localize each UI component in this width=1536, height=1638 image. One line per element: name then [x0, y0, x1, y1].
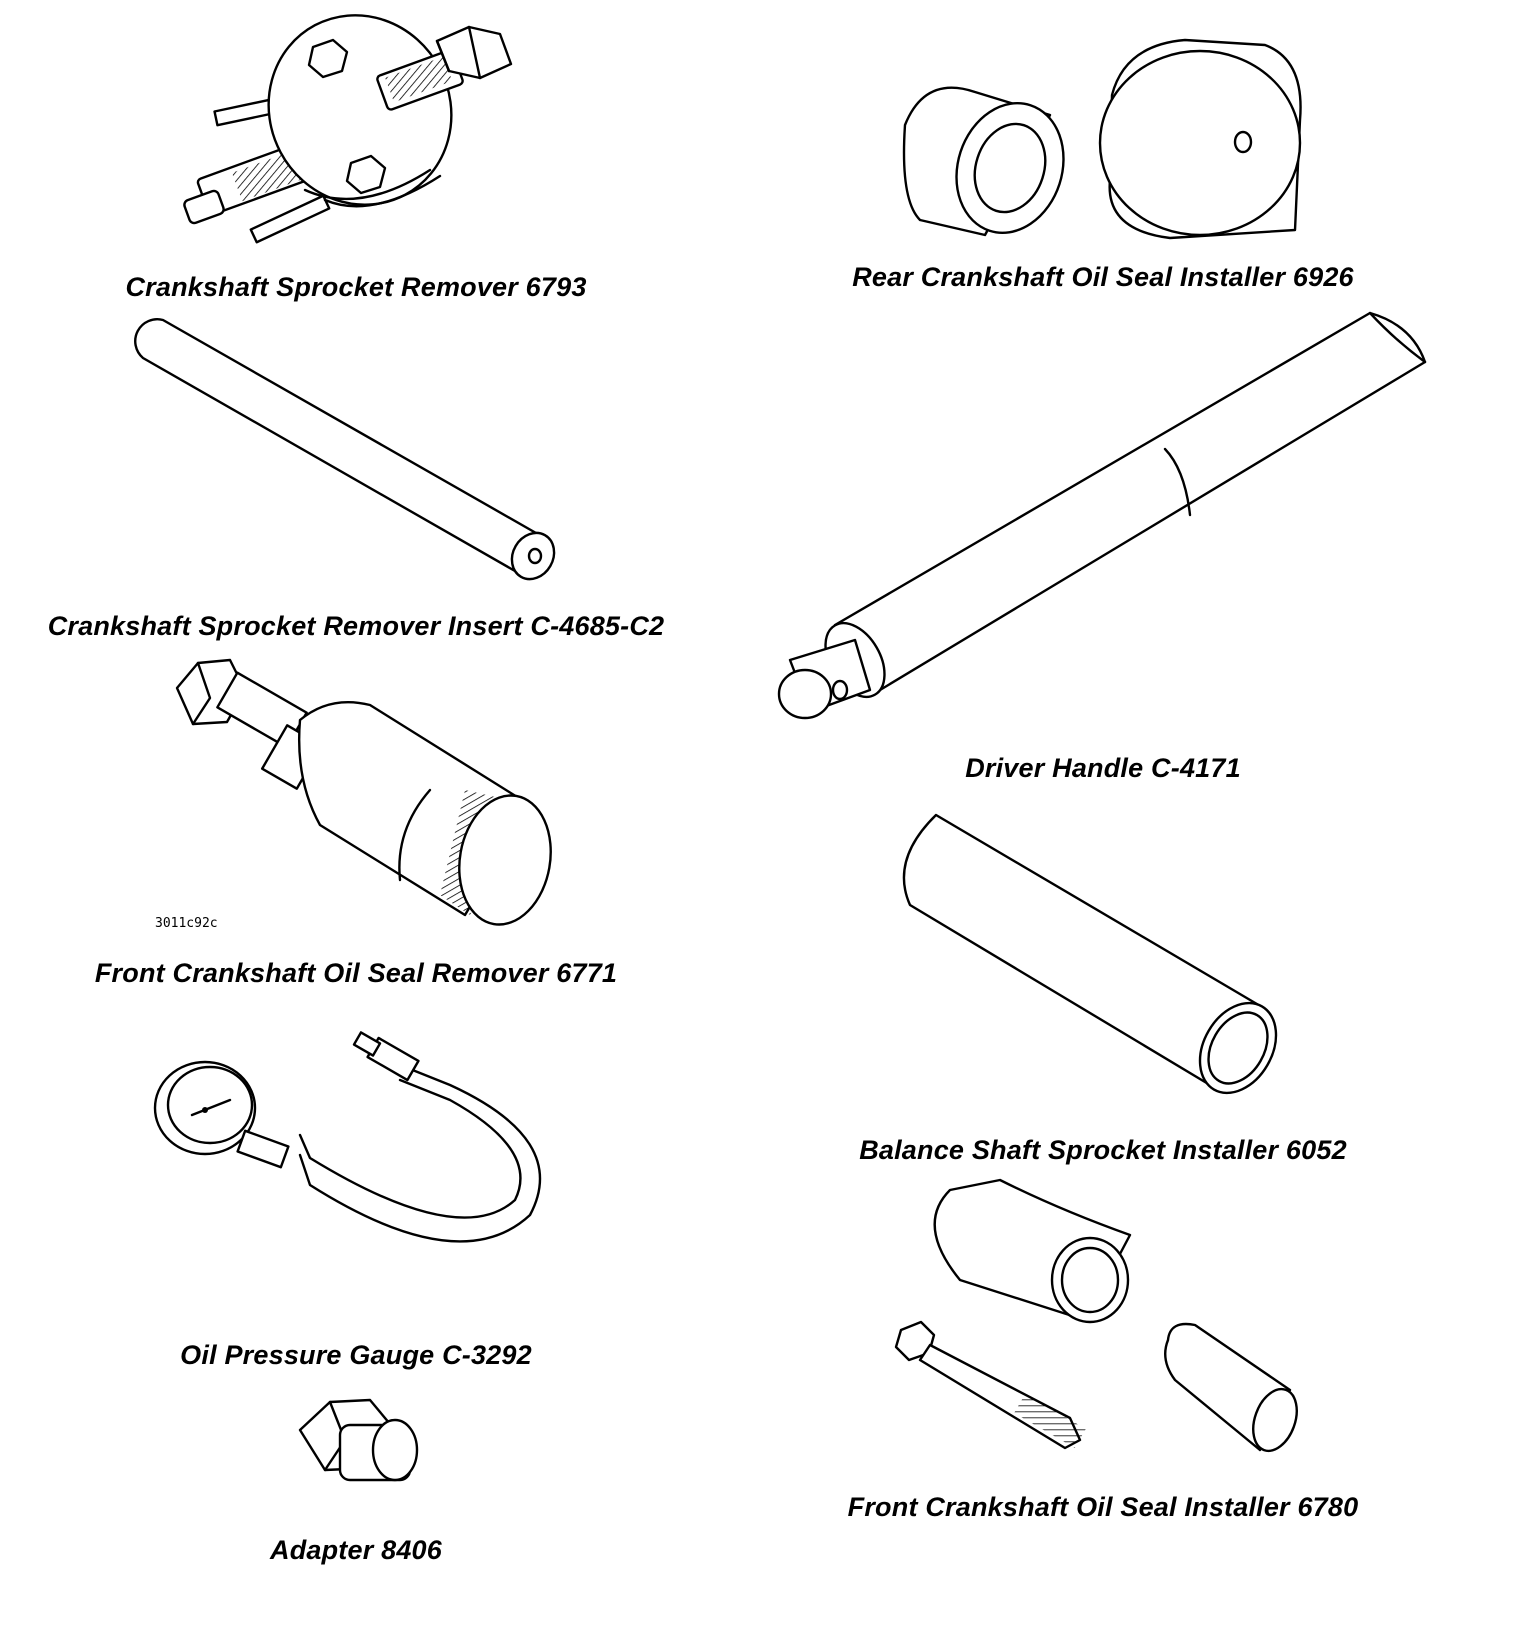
- crankshaft-sprocket-remover-drawing: [183, 14, 513, 244]
- caption-adapter: Adapter 8406: [270, 1535, 442, 1565]
- caption-oil-pressure-gauge: Oil Pressure Gauge C-3292: [180, 1340, 532, 1370]
- caption-crankshaft-sprocket-remover: Crankshaft Sprocket Remover 6793: [125, 272, 587, 302]
- adapter-drawing: [298, 1398, 419, 1482]
- caption-rear-crankshaft-oil-seal-installer: Rear Crankshaft Oil Seal Installer 6926: [852, 262, 1354, 292]
- crankshaft-sprocket-remover-insert-drawing: [134, 318, 556, 581]
- balance-shaft-sprocket-installer-drawing: [902, 813, 1278, 1095]
- caption-crankshaft-sprocket-remover-insert: Crankshaft Sprocket Remover Insert C-468…: [47, 611, 665, 641]
- rear-crankshaft-oil-seal-installer-drawing: [902, 38, 1302, 240]
- figure-code: 3011c92c: [155, 916, 218, 931]
- caption-front-crankshaft-oil-seal-installer: Front Crankshaft Oil Seal Installer 6780: [847, 1492, 1359, 1522]
- driver-handle-drawing: [777, 311, 1427, 720]
- caption-balance-shaft-sprocket-installer: Balance Shaft Sprocket Installer 6052: [859, 1135, 1347, 1165]
- front-crankshaft-oil-seal-remover-drawing: [175, 658, 552, 926]
- caption-driver-handle: Driver Handle C-4171: [965, 753, 1241, 783]
- oil-pressure-gauge-drawing: [153, 1031, 541, 1243]
- front-crankshaft-oil-seal-installer-drawing: [894, 1178, 1298, 1453]
- caption-front-crankshaft-oil-seal-remover: Front Crankshaft Oil Seal Remover 6771: [94, 958, 618, 988]
